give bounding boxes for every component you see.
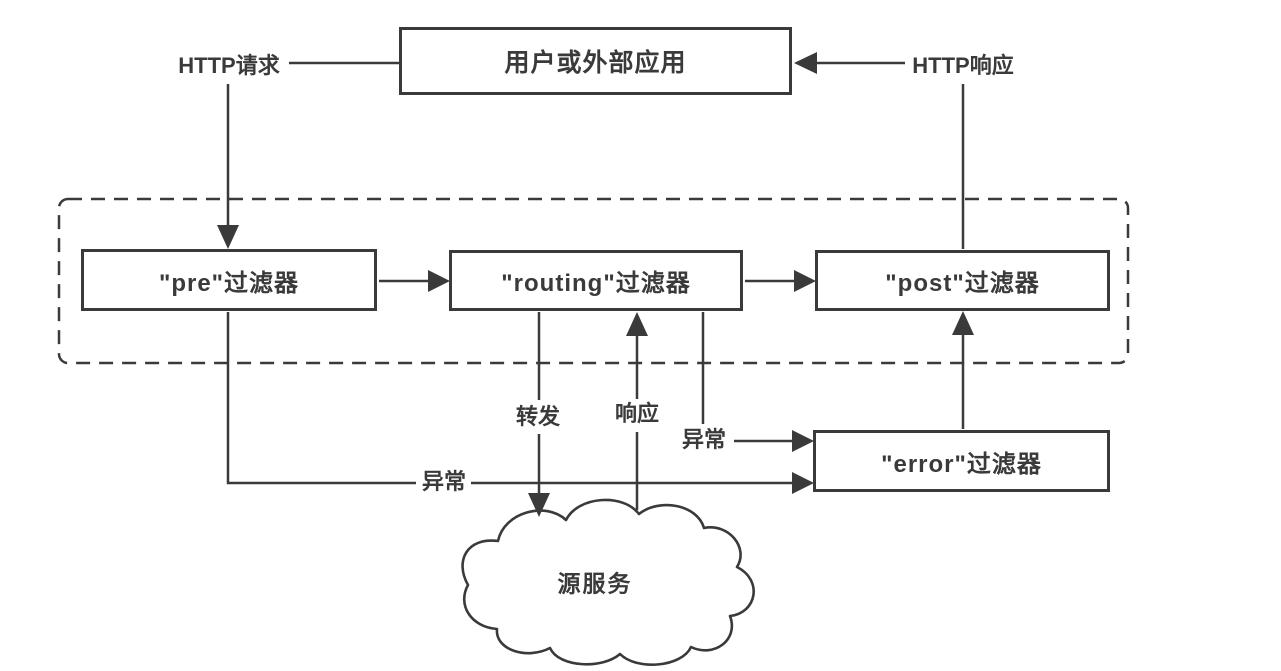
error-filter-node: "error"过滤器 (813, 430, 1110, 492)
exception-pre-label: 异常 (419, 469, 469, 494)
forward-label: 转发 (513, 404, 563, 429)
filter-boundary-dashed-box (57, 197, 1130, 365)
error-to-post-arrow (952, 311, 974, 429)
exception-routing-label: 异常 (679, 427, 729, 452)
http-response-arrow (794, 52, 965, 249)
http-request-label: HTTP请求 (176, 53, 282, 78)
http-request-arrow (217, 61, 400, 249)
routing-to-post-arrow (745, 270, 816, 292)
response-label: 响应 (612, 401, 662, 426)
routing-filter-node: "routing"过滤器 (449, 250, 743, 311)
pre-filter-node: "pre"过滤器 (81, 249, 377, 311)
origin-service-cloud (461, 498, 755, 666)
user-app-node: 用户或外部应用 (399, 27, 792, 95)
exception-routing-arrow (701, 312, 814, 452)
response-arrow (626, 312, 648, 510)
origin-service-label: 源服务 (557, 570, 633, 597)
post-filter-node: "post"过滤器 (815, 250, 1110, 311)
exception-pre-arrow (226, 312, 814, 494)
pre-to-routing-arrow (379, 270, 450, 292)
http-response-label: HTTP响应 (910, 53, 1016, 78)
